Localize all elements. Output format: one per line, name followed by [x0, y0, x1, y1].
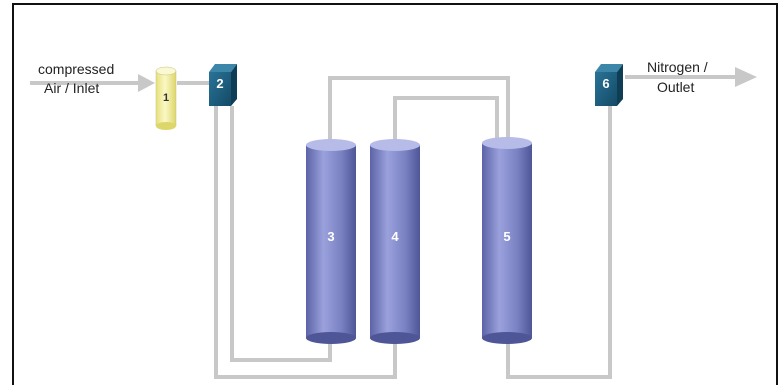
valve-6-number: 6 [602, 76, 609, 91]
tank-5-number: 5 [503, 229, 510, 244]
tank3-to-tank5-pipe [328, 76, 510, 145]
valve-to-tank4-pipe [214, 106, 397, 379]
tank-4: 4 [370, 139, 420, 344]
tank4-to-tank5-pipe [393, 96, 499, 145]
tank-3-number: 3 [327, 229, 334, 244]
inlet-arrow-icon [138, 74, 155, 92]
tank-4-number: 4 [391, 229, 399, 244]
valve-2-number: 2 [216, 76, 223, 91]
valve-6: 6 [595, 64, 623, 106]
inlet-label-line2: Air / Inlet [44, 80, 99, 96]
tank5-to-valve6-pipe [506, 106, 612, 379]
tank-3: 3 [306, 139, 356, 344]
valve-to-tank3-pipe [230, 106, 332, 362]
outlet-label-line2: Outlet [657, 79, 694, 95]
pipes [30, 75, 738, 379]
inlet-label-line1: compressed [38, 61, 114, 77]
valve-2: 2 [209, 64, 237, 106]
tank-5: 5 [482, 137, 532, 344]
outlet-arrow-icon [735, 67, 757, 87]
filter-number: 1 [163, 92, 169, 104]
frame-border [12, 3, 778, 385]
outlet-label-line1: Nitrogen / [647, 59, 708, 75]
filter-1: 1 [155, 66, 177, 130]
